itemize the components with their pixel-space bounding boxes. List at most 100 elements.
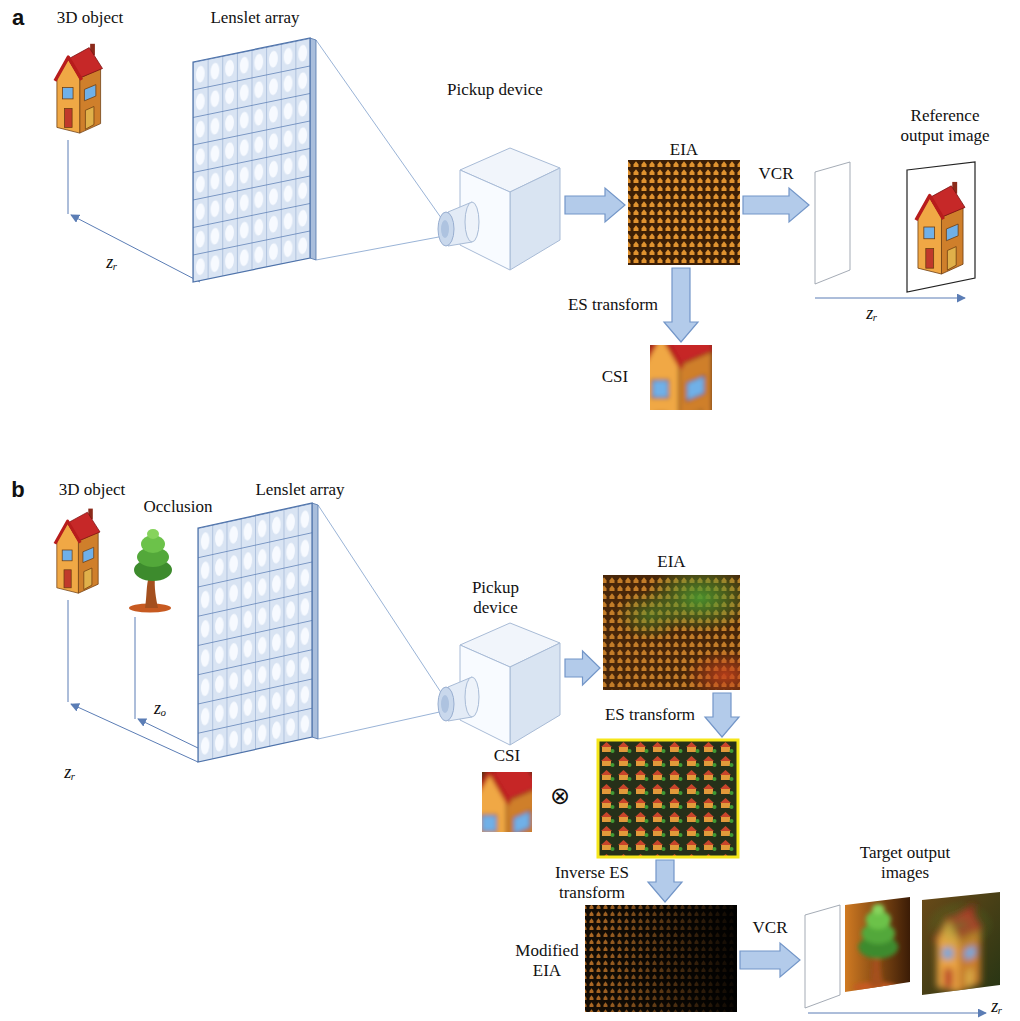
- pickup-device: Pickup device: [428, 578, 562, 745]
- distance-marker: [68, 600, 198, 762]
- sub-image: [650, 345, 712, 410]
- output-image: [925, 900, 995, 950]
- distance-label: zᵣ: [866, 303, 877, 324]
- ray-line: [316, 236, 444, 260]
- tree-occlusion: [129, 529, 172, 613]
- pickup-device: Pickup device: [428, 80, 562, 272]
- distance-marker: [808, 1013, 986, 1014]
- lenslet-array: [198, 503, 312, 762]
- distance-marker: [815, 298, 965, 299]
- node-label: Pickup device: [428, 80, 562, 100]
- ray-line: [316, 40, 444, 222]
- distance-marker: [68, 600, 69, 702]
- label-holder: Inverse ES transform: [542, 863, 642, 902]
- lenslet-array: [312, 503, 318, 739]
- label-holder: ES transform: [568, 295, 658, 315]
- distance-marker: [71, 215, 200, 282]
- house-object: [55, 509, 100, 594]
- output-image: [907, 162, 975, 292]
- label-holder: Occlusion: [144, 497, 213, 517]
- ray-line: [318, 505, 444, 697]
- node-label: Reference output image: [890, 106, 1000, 145]
- distance-label: zᵣ: [991, 996, 1002, 1017]
- operator-symbol: ⊗: [545, 783, 575, 811]
- output-image: [925, 900, 995, 993]
- distance-marker: [138, 719, 198, 748]
- house-object: [55, 509, 100, 594]
- computational-sub-image: CSI: [590, 345, 712, 410]
- label-holder: ES transform: [605, 705, 695, 725]
- lenslet-array: [198, 503, 318, 762]
- distance-marker: [135, 617, 136, 719]
- label-holder: zₒ: [154, 698, 166, 719]
- camera-icon: [438, 623, 560, 745]
- house-object: [55, 44, 103, 133]
- edge-label: VCR: [759, 164, 794, 184]
- component-label: Lenslet array: [210, 8, 299, 28]
- convolution-group: CSI ⊗: [478, 740, 740, 857]
- output-image: [907, 162, 975, 292]
- object-label: Occlusion: [144, 497, 213, 517]
- label-holder: VCR: [759, 164, 794, 184]
- node-label: CSI: [487, 746, 527, 766]
- elemental-image: [615, 590, 685, 640]
- node-label: Target output images: [850, 843, 960, 882]
- block-arrow: [705, 693, 739, 737]
- distance-label: zₒ: [154, 698, 166, 719]
- label-holder: 3D object: [57, 8, 124, 28]
- block-arrow: [565, 188, 625, 222]
- reference-output-image: Reference output image: [812, 106, 1000, 295]
- ray-line: [318, 711, 444, 739]
- tree-occlusion: [129, 529, 172, 613]
- transformed-image: [598, 740, 738, 857]
- sub-image: [482, 772, 532, 832]
- camera-icon: [438, 623, 560, 745]
- label-holder: zᵣ: [866, 303, 877, 324]
- lenslet-array: [198, 503, 312, 762]
- distance-marker: [808, 1013, 986, 1014]
- output-image: [845, 897, 910, 992]
- node-label: EIA: [628, 140, 740, 160]
- node-label: EIA: [603, 552, 740, 572]
- modified-image: [585, 905, 737, 1012]
- camera-icon: [438, 148, 560, 270]
- label-holder: zᵣ: [106, 252, 117, 273]
- elemental-image: [603, 563, 765, 700]
- edge-label: ES transform: [605, 705, 695, 725]
- object-label: 3D object: [57, 8, 124, 28]
- distance-label: zᵣ: [106, 252, 117, 273]
- block-arrow: [740, 943, 800, 977]
- output-image: [845, 897, 910, 992]
- distance-marker: [815, 298, 965, 299]
- elemental-image: [628, 160, 740, 265]
- label-holder: Lenslet array: [255, 480, 344, 500]
- label-holder: zᵣ: [991, 996, 1002, 1017]
- output-image: [916, 182, 965, 274]
- reconstruction-plane: [805, 905, 840, 1008]
- distance-marker: [71, 704, 198, 762]
- lenslet-array: [193, 38, 316, 282]
- block-arrow: [565, 651, 600, 685]
- node-label: Pickup device: [458, 578, 533, 617]
- lenslet-array: [193, 38, 310, 282]
- camera-icon: [438, 148, 560, 270]
- modified-image: [585, 905, 737, 1012]
- block-arrow: [648, 860, 682, 902]
- transformed-image: [598, 740, 738, 857]
- ray-line: [318, 505, 444, 739]
- component-label: Lenslet array: [255, 480, 344, 500]
- label-holder: 3D object: [59, 480, 126, 500]
- sub-image: [482, 772, 532, 832]
- elemental-image-array: EIA: [628, 140, 740, 265]
- output-image: [922, 892, 1000, 995]
- block-arrow: [743, 188, 809, 222]
- label-holder: a: [12, 5, 24, 30]
- elemental-image: [603, 575, 740, 690]
- label-holder: zᵣ: [64, 762, 75, 783]
- output-image: [922, 892, 1000, 995]
- sub-image: [470, 751, 540, 883]
- distance-marker: [68, 140, 69, 214]
- sub-image: [650, 345, 712, 410]
- edge-label: Inverse ES transform: [542, 863, 642, 902]
